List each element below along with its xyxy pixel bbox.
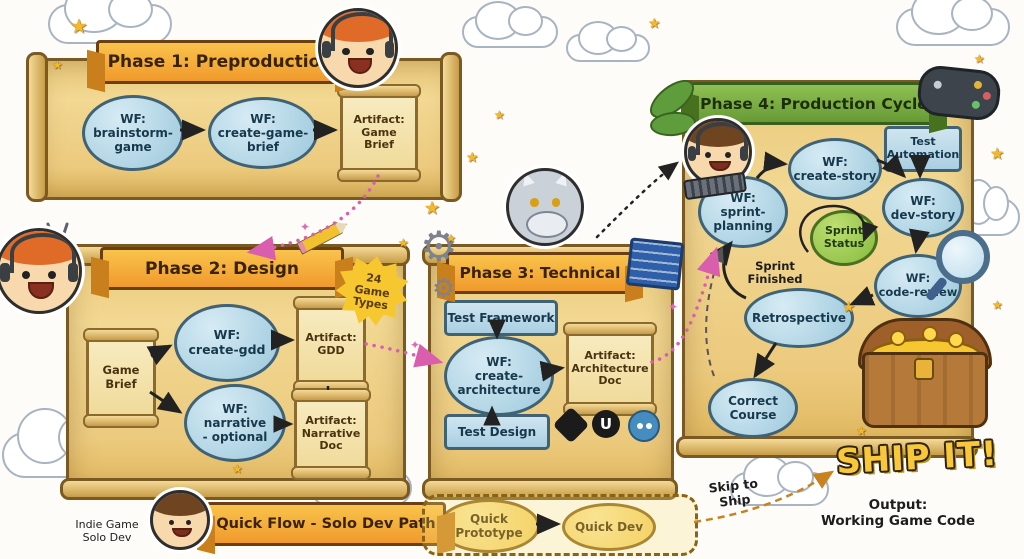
node-quick-prototype: Quick Prototype: [438, 499, 540, 553]
star-decoration: ★: [842, 298, 856, 316]
phase1-title: Phase 1: Preproduction: [107, 52, 333, 72]
node-wf-create-game-brief: WF: create-game- brief: [208, 97, 318, 169]
blueprint-icon: [625, 237, 685, 291]
magnifier-icon: [936, 230, 990, 284]
phase1-scroll-curl-left: [26, 52, 48, 202]
phase1-banner: Phase 1: Preproduction: [96, 40, 344, 84]
star-decoration: ★: [466, 150, 479, 166]
game-controller-icon: [915, 63, 1003, 123]
headphones-icon: [331, 12, 393, 51]
node-wf-create-architecture: WF: create- architecture: [444, 336, 554, 416]
label-sprint-finished: Sprint Finished: [747, 258, 803, 287]
node-sprint-status: Sprint Status: [810, 210, 878, 266]
dragon-horn: [519, 171, 535, 187]
label-skip-to-ship: Skip to Ship: [707, 475, 759, 510]
ship-it-text: SHIP IT!: [835, 433, 999, 483]
output-label: Output: Working Game Code: [800, 497, 996, 529]
avatar-phase2-designer: [0, 228, 82, 314]
star-decoration: ★: [70, 14, 88, 38]
sparkle-decoration: ✦: [410, 338, 421, 352]
star-decoration: ★: [990, 144, 1005, 163]
cloud-decoration: [566, 21, 650, 62]
star-decoration: ★: [446, 232, 456, 245]
quickflow-title: Quick Flow - Solo Dev Path: [216, 516, 436, 532]
phase4-title: Phase 4: Production Cycle: [700, 94, 928, 113]
node-wf-create-story: WF: create-story: [788, 138, 882, 200]
quickflow-container: [422, 494, 698, 556]
star-decoration: ★: [974, 52, 985, 66]
trail-phase3-top-to-phase4: [595, 161, 679, 239]
node-wf-create-gdd: WF: create-gdd: [174, 304, 280, 382]
phase3-banner: Phase 3: Technical: [446, 252, 634, 294]
headphones-icon: [695, 122, 749, 155]
gold-coin: [922, 326, 938, 342]
sparkle-decoration: ✦: [668, 300, 679, 314]
star-decoration: ★: [424, 198, 441, 219]
node-correct-course: Correct Course: [708, 378, 798, 438]
phase4-scroll-curl-bottom: [676, 436, 978, 458]
chest-clasp: [914, 358, 934, 380]
gold-coin: [948, 332, 964, 348]
phase2-banner: Phase 2: Design: [100, 247, 344, 290]
sparkle-decoration: ✦: [300, 220, 311, 234]
headphones-icon: [10, 232, 76, 274]
gear-icon: ⚙: [432, 274, 456, 304]
node-test-design: Test Design: [444, 414, 550, 450]
phase1-scroll-curl-right: [440, 52, 462, 202]
avatar-phase1-developer: [318, 8, 398, 88]
label-indie-solo-dev: Indie Game Solo Dev: [75, 517, 139, 544]
node-retrospective: Retrospective: [744, 288, 854, 348]
star-decoration: ★: [398, 236, 409, 250]
cloud-decoration: [896, 0, 1010, 46]
star-decoration: ★: [856, 424, 867, 438]
node-quick-dev: Quick Dev: [562, 503, 656, 551]
phase3-title: Phase 3: Technical: [459, 264, 621, 282]
godot-engine-icon: [628, 410, 660, 442]
unreal-engine-icon: U: [592, 410, 620, 438]
artifact-architecture-doc: Artifact: Architecture Doc: [563, 322, 657, 416]
artifact-game-brief-input: Game Brief: [83, 328, 159, 428]
star-decoration: ★: [494, 108, 505, 122]
artifact-narrative-doc: Artifact: Narrative Doc: [291, 388, 371, 480]
phase4-banner: Phase 4: Production Cycle: [690, 82, 938, 125]
star-decoration: ★: [992, 298, 1003, 312]
dragon-horn: [555, 171, 571, 187]
star-decoration: ★: [648, 16, 661, 32]
cloud-decoration: [48, 0, 172, 44]
node-wf-brainstorm-game: WF: brainstorm- game: [82, 95, 184, 171]
artifact-gdd: Artifact: GDD: [293, 296, 369, 394]
cloud-decoration: [462, 0, 558, 48]
output-line1: Output:: [868, 497, 928, 513]
avatar-phase3-dragon: [506, 168, 584, 246]
avatar-solo-dev: [150, 490, 210, 550]
gold-coin: [890, 330, 906, 346]
phase2-scroll-curl-bottom: [60, 478, 410, 500]
output-line2: Working Game Code: [820, 513, 976, 529]
star-decoration: ★: [52, 58, 63, 72]
node-test-framework: Test Framework: [444, 300, 558, 336]
star-decoration: ★: [232, 462, 243, 476]
gear-icon: ⚙: [420, 222, 458, 271]
node-test-automation: Test Automation: [884, 126, 962, 172]
phase2-title: Phase 2: Design: [144, 258, 299, 279]
node-wf-dev-story: WF: dev-story: [882, 178, 964, 238]
node-wf-narrative-optional: WF: narrative - optional: [184, 384, 286, 462]
artifact-game-brief: Artifact: Game Brief: [337, 84, 421, 182]
quickflow-banner: Quick Flow - Solo Dev Path: [206, 502, 446, 546]
